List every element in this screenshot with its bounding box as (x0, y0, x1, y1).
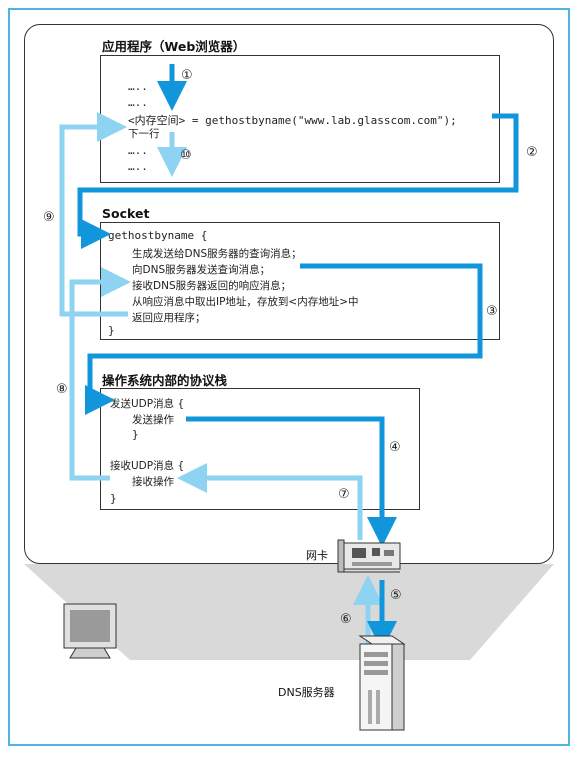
socket-line-1: 生成发送给DNS服务器的查询消息； (132, 248, 302, 260)
socket-line-4: 从响应消息中取出IP地址，存放到<内存地址>中 (132, 296, 359, 308)
socket-footer: } (108, 324, 115, 337)
dns-server-icon (358, 635, 406, 731)
step-7: ⑦ (338, 487, 350, 502)
app-line-gethostbyname: <内存空间> = gethostbyname("www.lab.glasscom… (128, 114, 457, 127)
step-8: ⑧ (56, 382, 68, 397)
dns-server-label: DNS服务器 (278, 686, 335, 699)
app-line-2: ….. (128, 96, 148, 109)
arrow-2 (77, 113, 519, 249)
recv-udp-header: 接收UDP消息 { (110, 460, 185, 472)
step-10: ⑩ (180, 148, 192, 163)
client-monitor-icon (63, 603, 117, 659)
app-line-next: 下一行 (128, 128, 160, 140)
os-box-title: 操作系统内部的协议栈 (102, 373, 228, 388)
arrow-7 (177, 463, 363, 540)
socket-line-2: 向DNS服务器发送查询消息； (132, 264, 271, 276)
arrow-3 (85, 263, 483, 415)
app-line-5: ….. (128, 144, 148, 157)
app-box-title: 应用程序（Web浏览器） (102, 39, 246, 54)
arrow-8 (69, 267, 131, 481)
app-line-6: ….. (128, 160, 148, 173)
nic-label: 网卡 (306, 549, 328, 562)
socket-box (100, 222, 500, 340)
send-udp-footer: } (132, 428, 139, 441)
socket-line-3: 接收DNS服务器返回的响应消息； (132, 280, 292, 292)
step-2: ② (526, 145, 538, 160)
recv-udp-body: 接收操作 (132, 476, 174, 488)
app-line-1: ….. (128, 80, 148, 93)
step-3: ③ (486, 304, 498, 319)
os-box (100, 388, 420, 510)
network-card-icon (337, 539, 401, 573)
arrow-9 (59, 112, 128, 317)
send-udp-body: 发送操作 (132, 414, 174, 426)
step-4: ④ (389, 440, 401, 455)
socket-box-title: Socket (102, 206, 150, 221)
step-1: ① (181, 68, 193, 83)
step-6: ⑥ (340, 612, 352, 627)
arrow-4 (186, 416, 397, 547)
send-udp-header: 发送UDP消息 { (110, 398, 185, 410)
step-5: ⑤ (390, 588, 402, 603)
socket-line-5: 返回应用程序； (132, 312, 206, 324)
recv-udp-footer: } (110, 492, 117, 505)
socket-header: gethostbyname { (108, 229, 208, 242)
step-9: ⑨ (43, 210, 55, 225)
